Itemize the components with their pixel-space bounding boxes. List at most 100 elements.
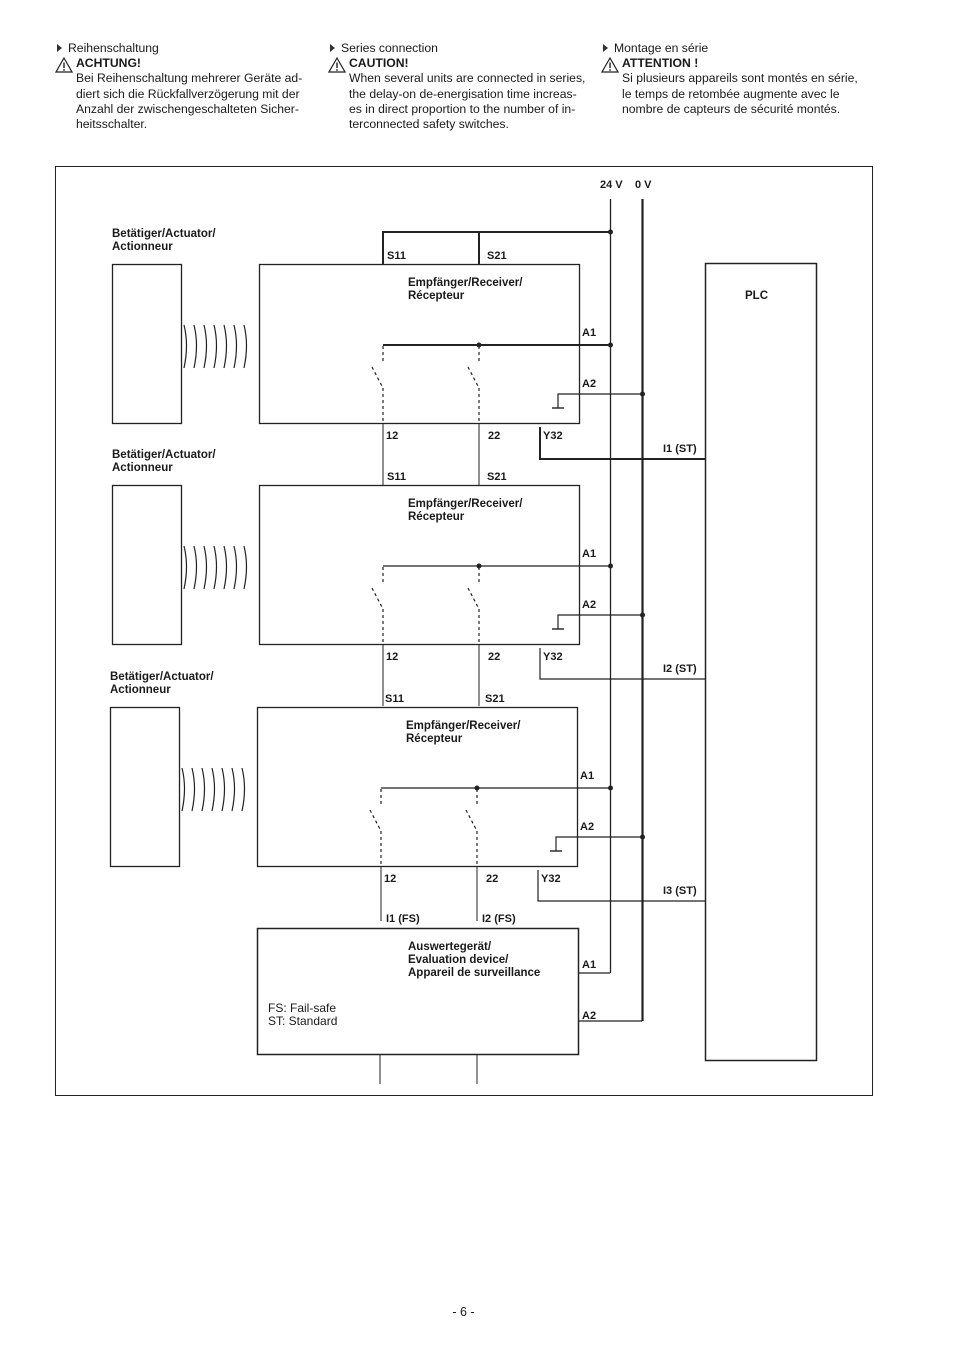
signal-wave-icon	[191, 767, 196, 812]
s21-label: S21	[485, 693, 505, 705]
plc-input-label: I1 (ST)	[663, 443, 697, 455]
plc-box	[704, 262, 818, 1062]
signal-wave-icon	[211, 767, 216, 812]
section-heading: Montage en série	[601, 41, 863, 56]
column-german: Reihenschaltung ACHTUNG! Bei Reihenschal…	[55, 41, 317, 132]
signal-wave-icon	[213, 545, 218, 590]
warning-title: ACHTUNG!	[76, 56, 141, 71]
terminal-y32-label: Y32	[543, 430, 563, 442]
y32-to-plc-wire	[537, 870, 706, 902]
signal-wave-icon	[223, 324, 228, 369]
switch-contact-icon	[467, 587, 480, 610]
signal-wave-icon	[241, 767, 246, 812]
signal-wave-icon	[183, 545, 188, 590]
junction-dot	[640, 834, 645, 840]
signal-wave-icon	[233, 545, 238, 590]
evaluation-label-line: Auswertegerät/	[408, 941, 492, 953]
a2-wire	[557, 393, 642, 408]
actuator-label-line: Actionneur	[110, 684, 171, 696]
junction-dot	[640, 391, 645, 397]
warning-line: es in direct proportion to the number of…	[349, 101, 576, 116]
terminal-12-label: 12	[384, 873, 396, 885]
evaluation-device-box	[256, 927, 580, 1056]
a2-wire	[555, 836, 642, 851]
junction-dot	[608, 563, 613, 569]
signal-wave-icon	[203, 545, 208, 590]
y32-to-plc-wire	[539, 648, 706, 680]
warning-line: When several units are connected in seri…	[349, 71, 586, 86]
actuator-box	[109, 706, 181, 868]
actuator-box	[111, 263, 183, 425]
warning-line: heitsschalter.	[76, 117, 148, 132]
plc-label: PLC	[745, 290, 768, 302]
warning-line: Anzahl der zwischengeschalteten Sicher-	[76, 101, 299, 116]
evaluation-label-line: Evaluation device/	[408, 954, 509, 966]
signal-wave-icon	[181, 767, 186, 812]
a2-label: A2	[580, 821, 594, 833]
plc-input-label: I3 (ST)	[663, 885, 697, 897]
actuator-box	[111, 484, 183, 646]
receiver-box	[256, 706, 579, 868]
a2-label: A2	[582, 599, 596, 611]
a1-label: A1	[582, 548, 596, 560]
warning-line: the delay-on de-energisation time increa…	[349, 86, 577, 101]
plc-input-label: I2 (ST)	[663, 663, 697, 675]
eval-a1-label: A1	[582, 959, 596, 971]
terminal-12-label: 12	[386, 651, 398, 663]
signal-wave-icon	[213, 324, 218, 369]
feed-wire	[382, 231, 610, 264]
warning-icon	[328, 57, 346, 73]
actuator-label-line: Betätiger/Actuator/	[112, 228, 216, 240]
receiver-box	[258, 484, 581, 646]
section-heading: Series connection	[328, 41, 590, 56]
warning-line: nombre de capteurs de sécurité montés.	[622, 101, 841, 116]
terminal-12-label: 12	[386, 430, 398, 442]
receiver-label-line: Récepteur	[406, 733, 463, 745]
actuator-label-line: Betätiger/Actuator/	[112, 449, 216, 461]
supply-24v-label: 24 V	[600, 179, 623, 191]
column-english: Series connection CAUTION! When several …	[328, 41, 590, 132]
warning-icon	[55, 57, 73, 73]
warning-icon	[601, 57, 619, 73]
s11-label: S11	[387, 250, 406, 262]
switch-contact-icon	[371, 587, 384, 610]
heading-text: Reihenschaltung	[68, 41, 159, 55]
junction-dot	[476, 342, 482, 348]
triangle-bullet-icon	[603, 44, 608, 52]
signal-wave-icon	[223, 545, 228, 590]
evaluation-label-line: Appareil de surveillance	[408, 967, 540, 979]
s11-label: S11	[387, 471, 406, 483]
a1-label: A1	[582, 327, 596, 339]
legend-fail-safe: FS: Fail-safe	[268, 1001, 336, 1015]
heading-text: Montage en série	[614, 41, 709, 55]
receiver-label-line: Empfänger/Receiver/	[408, 277, 523, 289]
signal-wave-icon	[193, 324, 198, 369]
actuator-label-line: Betätiger/Actuator/	[110, 671, 214, 683]
receiver-label-line: Empfänger/Receiver/	[408, 498, 523, 510]
s11-label: S11	[385, 693, 404, 705]
signal-wave-icon	[243, 545, 248, 590]
a2-wire	[557, 614, 642, 629]
warning-title: CAUTION!	[349, 56, 409, 71]
warning-block: ATTENTION ! Si plusieurs appareils sont …	[601, 56, 863, 117]
warning-line: terconnected safety switches.	[349, 117, 509, 132]
eval-a2-label: A2	[582, 1010, 596, 1022]
signal-wave-icon	[243, 324, 248, 369]
warning-line: Si plusieurs appareils sont montés en sé…	[622, 71, 858, 86]
column-french: Montage en série ATTENTION ! Si plusieur…	[601, 41, 863, 117]
receiver-label-line: Récepteur	[408, 511, 465, 523]
legend-standard: ST: Standard	[268, 1014, 337, 1028]
signal-wave-icon	[201, 767, 206, 812]
s21-label: S21	[487, 250, 507, 262]
junction-dot	[608, 785, 613, 791]
junction-dot	[640, 612, 645, 618]
section-heading: Reihenschaltung	[55, 41, 317, 56]
s21-label: S21	[487, 471, 507, 483]
signal-wave-icon	[193, 545, 198, 590]
eval-input-i2-label: I2 (FS)	[482, 913, 516, 925]
signal-wave-icon	[233, 324, 238, 369]
actuator-label-line: Actionneur	[112, 462, 173, 474]
triangle-bullet-icon	[330, 44, 335, 52]
warning-block: ACHTUNG! Bei Reihenschaltung mehrerer Ge…	[55, 56, 317, 132]
